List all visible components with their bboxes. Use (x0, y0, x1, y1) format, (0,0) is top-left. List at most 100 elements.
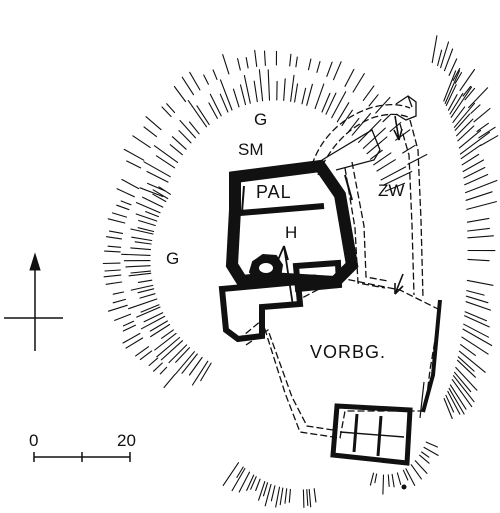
hachure-stroke (108, 230, 124, 234)
hachure-stroke (452, 375, 475, 403)
hachure-stroke (139, 187, 164, 198)
hachure-stroke (264, 483, 272, 507)
hachure-stroke (466, 217, 490, 223)
hachure-stroke (447, 94, 458, 111)
hachure-stroke (443, 397, 453, 420)
hachure-stroke (121, 253, 151, 256)
hachure-stroke (114, 313, 132, 321)
hachure-stroke (466, 201, 497, 210)
hachure-stroke (105, 236, 123, 240)
hachure-stroke (158, 186, 171, 195)
hachure-stroke (121, 178, 140, 190)
hachure-stroke (366, 136, 388, 155)
hachure-stroke (231, 467, 246, 492)
hachure-stroke (161, 329, 174, 339)
hachure-stroke (188, 121, 200, 135)
hachure-stroke (132, 135, 151, 148)
hachure-stroke (288, 488, 291, 503)
hachure-stroke (454, 72, 463, 84)
hachure-stroke (246, 474, 255, 491)
hachure-stroke (140, 304, 160, 313)
hachure-stroke (465, 301, 492, 311)
hachure-stroke (135, 346, 150, 357)
hachure-stroke (173, 85, 187, 103)
hachure-stroke (122, 324, 136, 332)
hachure-stroke (449, 92, 464, 115)
ascent-arrow-icon (277, 245, 294, 307)
hachure-stroke (369, 472, 375, 486)
hachure-stroke (181, 353, 198, 374)
hachure-stroke (134, 241, 152, 245)
hachure-stroke (464, 173, 489, 186)
hachure-stroke (270, 485, 276, 502)
hachure-stroke (444, 70, 461, 104)
hachure-stroke (344, 68, 355, 87)
hachure-stroke (152, 193, 167, 203)
hachure-stroke (454, 113, 471, 131)
hachure-stroke (463, 166, 486, 179)
hachure-stroke (382, 113, 392, 123)
label-zwinger: ZW (378, 181, 405, 200)
hachure-stroke (126, 160, 142, 169)
hachure-stroke (143, 312, 164, 323)
hachure-stroke (325, 92, 337, 115)
hachure-stroke (143, 126, 158, 138)
terrain-hachures (102, 35, 499, 508)
hachure-stroke (326, 61, 333, 77)
hachure-stroke (462, 85, 472, 97)
hachure-stroke (267, 69, 271, 101)
hachure-stroke (111, 212, 128, 218)
hachure-stroke (478, 126, 496, 139)
hachure-stroke (128, 298, 158, 310)
hachure-stroke (464, 315, 490, 328)
hachure-stroke (187, 100, 208, 128)
hachure-stroke (423, 446, 439, 456)
hachure-stroke (456, 359, 476, 378)
hachure-stroke (169, 144, 183, 156)
hachure-stroke (447, 390, 461, 415)
hachure-stroke (148, 357, 159, 367)
hachure-stroke (104, 250, 121, 253)
hachure-stroke (128, 272, 152, 277)
hachure-stroke (155, 155, 176, 169)
scale-label-start: 0 (29, 431, 39, 450)
scale-label-end: 20 (117, 431, 136, 450)
hachure-stroke (200, 362, 212, 382)
hachure-stroke (239, 84, 247, 106)
hachure-stroke (112, 298, 127, 304)
hachure-stroke (351, 113, 371, 136)
hachure-stroke (237, 58, 241, 71)
hachure-stroke (181, 76, 195, 96)
hachure-stroke (382, 474, 385, 495)
hachure-stroke (373, 152, 392, 166)
hachure-stroke (467, 258, 490, 262)
hachure-stroke (120, 200, 132, 206)
hachure-stroke (405, 468, 416, 486)
hachure-stroke (196, 105, 210, 126)
hachure-stroke (465, 295, 489, 304)
hachure-stroke (156, 336, 181, 358)
hachure-stroke (125, 265, 151, 268)
hachure-stroke (306, 83, 313, 106)
label-graben-top: G (254, 110, 268, 129)
hachure-stroke (107, 218, 126, 224)
hachure-stroke (396, 472, 402, 486)
hachure-stroke (457, 125, 475, 142)
gate-tower (395, 95, 417, 121)
hachure-stroke (306, 489, 309, 507)
hachure-stroke (203, 74, 209, 85)
hachure-stroke (459, 68, 476, 91)
hachure-stroke (384, 182, 406, 192)
hachure-stroke (407, 153, 428, 165)
hachure-stroke (452, 67, 461, 81)
hachure-stroke (103, 274, 122, 278)
hachure-stroke (258, 481, 266, 501)
hachure-stroke (209, 93, 222, 117)
hachure-stroke (137, 227, 155, 233)
label-schildmauer: SM (238, 140, 264, 159)
hachure-stroke (262, 482, 269, 497)
hachure-stroke (159, 366, 168, 375)
hachure-stroke (374, 473, 378, 484)
hachure-stroke (135, 202, 161, 214)
hachure-stroke (301, 87, 307, 105)
